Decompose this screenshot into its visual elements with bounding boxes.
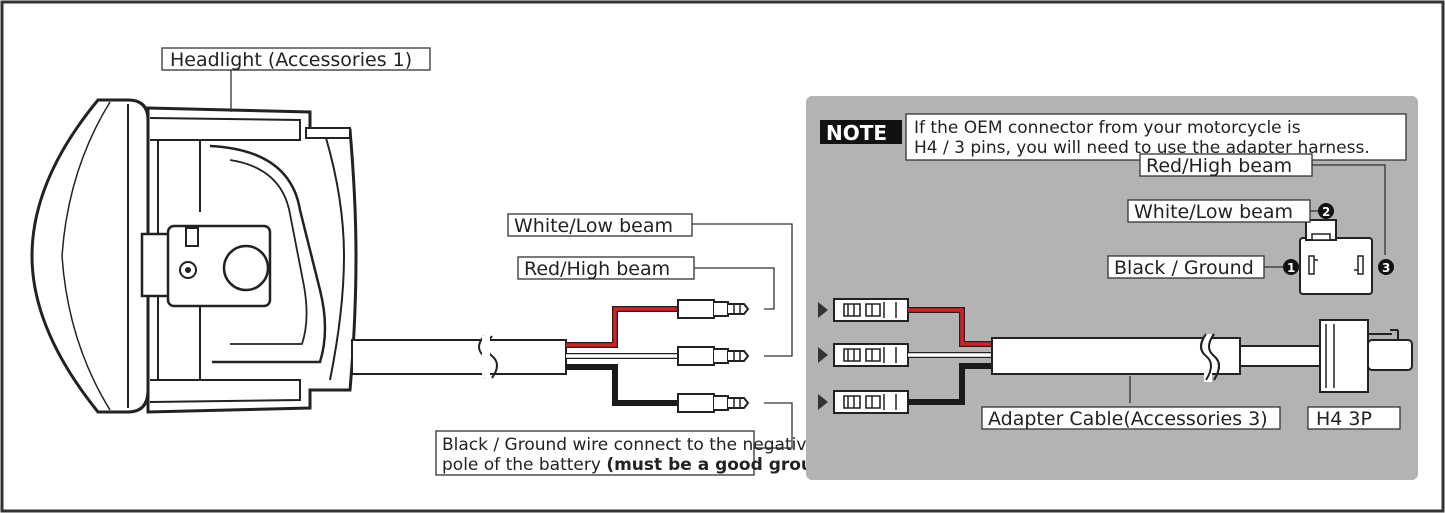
svg-text:Black / Ground: Black / Ground (1114, 257, 1254, 279)
svg-text:Red/High beam: Red/High beam (1146, 155, 1292, 177)
svg-text:3: 3 (1382, 261, 1390, 275)
svg-text:If the OEM connector from your: If the OEM connector from your motorcycl… (914, 118, 1301, 138)
left-wires (566, 306, 678, 406)
headlight-illustration (30, 98, 358, 414)
pin-marker-3: 3 (1378, 259, 1394, 275)
h4-plug (1319, 319, 1413, 393)
svg-text:2: 2 (1322, 205, 1330, 219)
note-box: NOTE If the OEM connector from your moto… (820, 113, 1407, 161)
headlight-cable (351, 335, 567, 379)
white-low-beam-label-left: White/Low beam (507, 213, 693, 237)
h4-3p-label: H4 3P (1307, 406, 1401, 430)
black-ground-label-right: Black / Ground (1107, 255, 1265, 279)
white-low-beam-label-right: White/Low beam (1127, 199, 1311, 223)
svg-text:Headlight (Accessories 1): Headlight (Accessories 1) (170, 49, 412, 71)
svg-text:NOTE: NOTE (826, 121, 887, 145)
svg-text:pole of the battery (must be a: pole of the battery (must be a good grou… (442, 455, 845, 475)
svg-text:Black / Ground wire connect to: Black / Ground wire connect to the negat… (442, 435, 817, 455)
red-high-beam-label-left: Red/High beam (517, 256, 695, 280)
adapter-cable-label: Adapter Cable(Accessories 3) (981, 406, 1281, 430)
svg-text:1: 1 (1287, 261, 1295, 275)
ground-wire-label: Black / Ground wire connect to the negat… (435, 430, 845, 476)
pin-markers: 2 1 3 (1283, 203, 1394, 275)
left-bullet-connectors (677, 299, 750, 413)
h4-socket-diagram (1299, 219, 1373, 295)
svg-text:White/Low beam: White/Low beam (514, 215, 673, 237)
svg-text:White/Low beam: White/Low beam (1134, 201, 1293, 223)
red-high-beam-label-right: Red/High beam (1139, 153, 1313, 177)
pin-marker-1: 1 (1283, 259, 1299, 275)
pin-marker-2: 2 (1318, 203, 1334, 219)
left-leader-lines (230, 68, 793, 449)
adapter-wires (908, 307, 994, 405)
adapter-input-connectors (818, 298, 909, 414)
right-leader-lines (1129, 164, 1386, 403)
svg-text:Adapter Cable(Accessories 3): Adapter Cable(Accessories 3) (988, 408, 1268, 430)
headlight-label: Headlight (Accessories 1) (161, 47, 431, 71)
svg-text:H4 / 3 pins, you will need to: H4 / 3 pins, you will need to use the ad… (914, 138, 1370, 158)
svg-text:H4 3P: H4 3P (1316, 408, 1372, 430)
svg-text:Red/High beam: Red/High beam (524, 258, 670, 280)
adapter-cable (991, 333, 1321, 382)
